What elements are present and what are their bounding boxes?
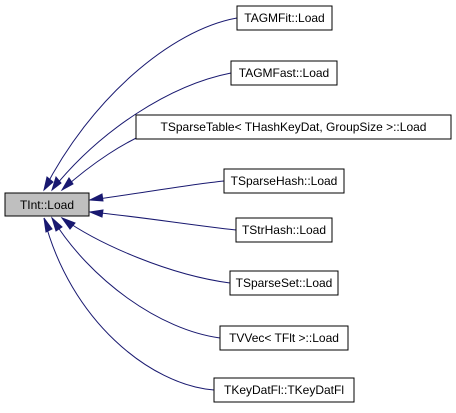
edge-tagmfast-load (51, 72, 232, 192)
node-tstrhash-load[interactable]: TStrHash::Load (235, 217, 333, 243)
edge-tkeydatfl-tkeydatfl (43, 217, 215, 391)
node-label: TVVec< TFlt >::Load (229, 331, 339, 345)
nodes-layer: TInt::Load TAGMFit::Load TAGMFast::Load … (4, 5, 452, 403)
edge-tvvec-load (50, 216, 221, 339)
edge-tagmfit-load (43, 17, 238, 192)
node-tsparseset-load[interactable]: TSparseSet::Load (229, 270, 339, 296)
node-tkeydatfl-tkeydatfl[interactable]: TKeyDatFl::TKeyDatFl (213, 377, 355, 403)
node-label: TSparseTable< THashKeyDat, GroupSize >::… (161, 120, 427, 134)
node-tint-load[interactable]: TInt::Load (4, 192, 90, 217)
node-label: TKeyDatFl::TKeyDatFl (224, 383, 344, 397)
node-tsparsehash-load[interactable]: TSparseHash::Load (223, 168, 345, 194)
node-label: TStrHash::Load (242, 223, 326, 237)
node-label: TSparseSet::Load (236, 276, 333, 290)
node-tvvec-load[interactable]: TVVec< TFlt >::Load (219, 325, 349, 351)
edge-tsparseset-load (60, 216, 231, 284)
node-tagmfast-load[interactable]: TAGMFast::Load (230, 60, 338, 86)
edge-tsparsehash-load (88, 180, 225, 202)
node-label: TInt::Load (20, 198, 74, 212)
edges-layer (43, 17, 238, 391)
node-tagmfit-load[interactable]: TAGMFit::Load (236, 5, 333, 31)
edge-tstrhash-load (88, 209, 237, 231)
node-label: TSparseHash::Load (231, 174, 338, 188)
node-tsparsetable-load[interactable]: TSparseTable< THashKeyDat, GroupSize >::… (135, 114, 452, 140)
node-label: TAGMFast::Load (239, 66, 329, 80)
node-label: TAGMFit::Load (244, 11, 324, 25)
